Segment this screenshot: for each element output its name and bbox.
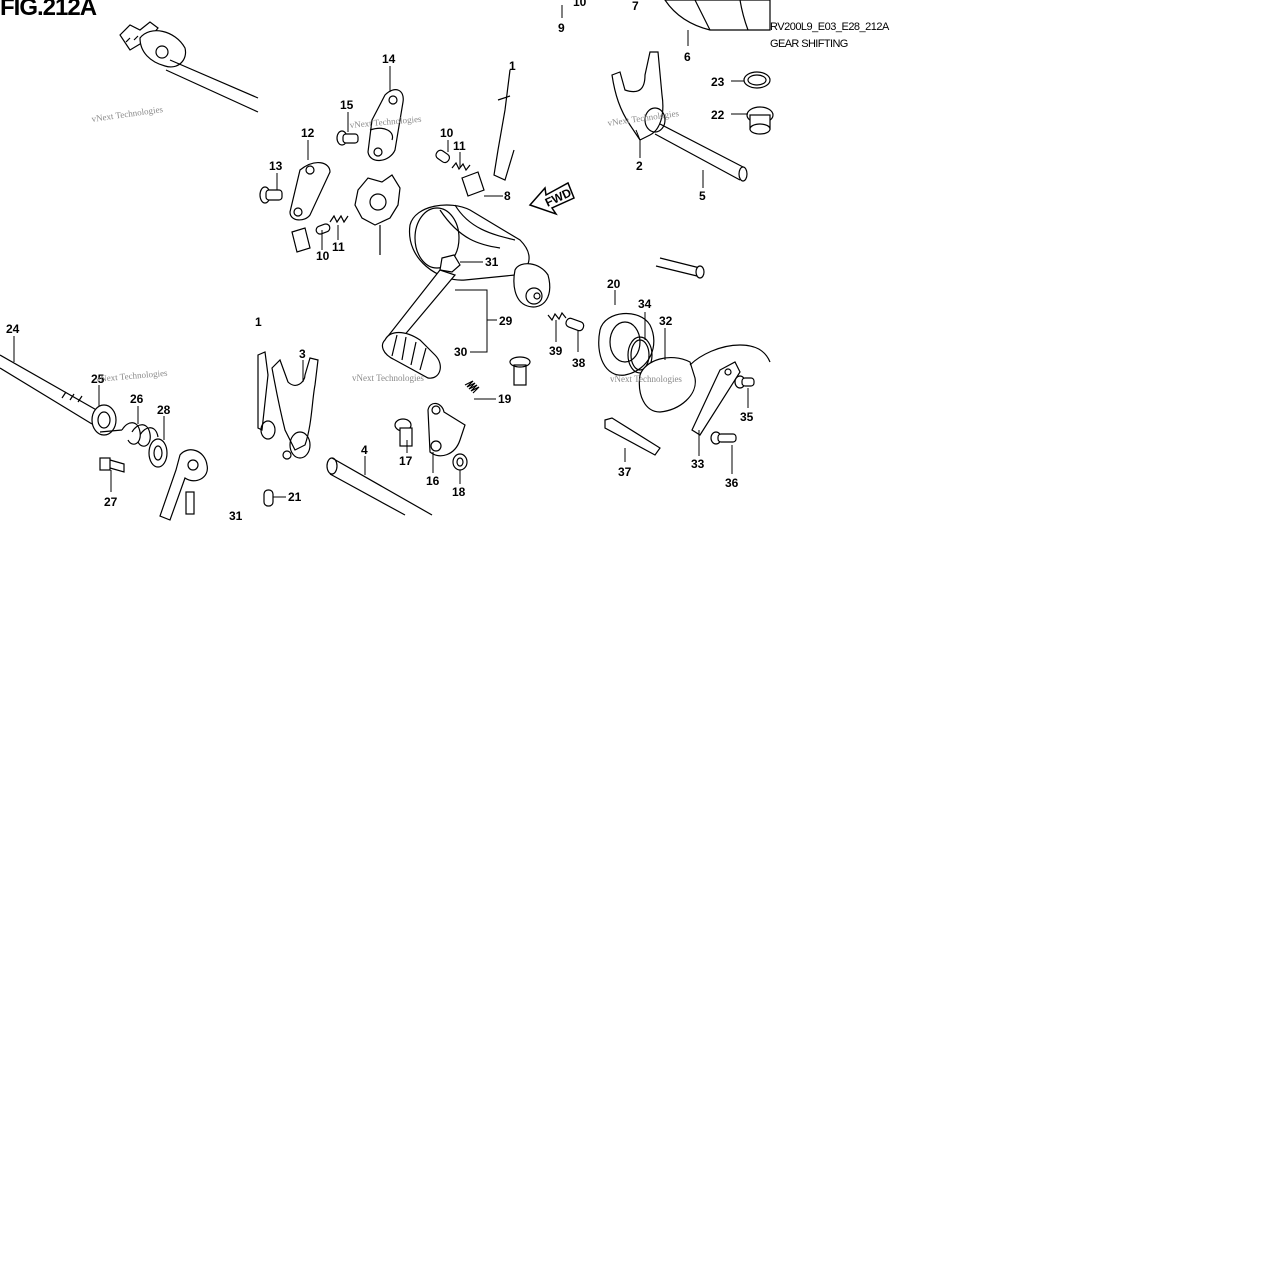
watermark-4: vNext Technologies bbox=[95, 368, 168, 384]
dowel-pin bbox=[655, 257, 705, 279]
part-13-screw bbox=[259, 186, 283, 204]
part-24-shift-shaft bbox=[0, 354, 101, 425]
callout-c37: 37 bbox=[618, 465, 632, 479]
part-25-collar bbox=[91, 404, 117, 436]
callout-c3: 3 bbox=[299, 347, 306, 361]
callout-c24: 24 bbox=[6, 322, 20, 336]
callout-c30: 30 bbox=[454, 345, 468, 359]
callout-c38: 38 bbox=[572, 356, 586, 370]
callout-c19: 19 bbox=[498, 392, 512, 406]
part-17-bolt bbox=[394, 418, 413, 447]
part-34-o-ring bbox=[627, 336, 653, 374]
seal-ring bbox=[509, 356, 531, 386]
part-18-washer bbox=[452, 453, 468, 471]
callout-c28: 28 bbox=[157, 403, 171, 417]
callout-c13: 13 bbox=[269, 159, 283, 173]
part-1-fork-lower bbox=[257, 351, 276, 440]
part-37-clamp bbox=[604, 417, 661, 456]
callout-c20: 20 bbox=[607, 277, 621, 291]
callout-c10-top: 10 bbox=[573, 0, 587, 9]
part-23-ring bbox=[743, 71, 771, 89]
shift-arm-lower bbox=[159, 449, 208, 521]
part-39-spring bbox=[547, 311, 567, 322]
part-38-pin bbox=[565, 317, 585, 332]
part-12-plate bbox=[289, 162, 331, 221]
watermark-5: vNext Technologies bbox=[352, 373, 424, 383]
callout-c23: 23 bbox=[711, 75, 725, 89]
watermark-1: vNext Technologies bbox=[91, 104, 164, 124]
callout-c5: 5 bbox=[699, 189, 706, 203]
part-4-shaft bbox=[326, 457, 433, 516]
callout-c32: 32 bbox=[659, 314, 673, 328]
callout-c9: 9 bbox=[558, 21, 565, 35]
callout-c14: 14 bbox=[382, 52, 396, 66]
callout-c1-mid: 1 bbox=[255, 315, 262, 329]
callout-c34: 34 bbox=[638, 297, 652, 311]
callout-c33: 33 bbox=[691, 457, 705, 471]
callout-c27: 27 bbox=[104, 495, 118, 509]
part-33-bracket bbox=[691, 361, 741, 436]
part-26-spring bbox=[99, 422, 159, 447]
callout-c4: 4 bbox=[361, 443, 368, 457]
callout-c17: 17 bbox=[399, 454, 413, 468]
part-31-nut bbox=[439, 254, 461, 273]
callout-labels: 10 9 7 6 23 22 14 15 1 12 10 11 13 8 2 5… bbox=[6, 0, 754, 523]
shift-shaft-upper bbox=[119, 21, 259, 113]
callout-c25: 25 bbox=[91, 372, 105, 386]
callout-c10-b: 10 bbox=[316, 249, 330, 263]
part-3-fork bbox=[271, 357, 319, 460]
part-21-pin bbox=[263, 489, 274, 507]
callout-c35: 35 bbox=[740, 410, 754, 424]
callout-c6: 6 bbox=[684, 50, 691, 64]
shift-drum bbox=[408, 204, 551, 308]
callout-c39: 39 bbox=[549, 344, 563, 358]
figure-caption: GEAR SHIFTING bbox=[770, 38, 848, 50]
part-6-drum-end bbox=[664, 0, 771, 31]
part-15-screw bbox=[336, 130, 359, 146]
callout-c29: 29 bbox=[499, 314, 513, 328]
part-28-washer bbox=[148, 438, 168, 468]
callout-c16: 16 bbox=[426, 474, 440, 488]
part-14-plate bbox=[367, 89, 404, 161]
part-19-spring bbox=[464, 380, 480, 394]
callout-c31-b: 31 bbox=[229, 509, 243, 523]
figure-code: RV200L9_E03_E28_212A bbox=[770, 21, 889, 33]
callout-c10-a: 10 bbox=[440, 126, 454, 140]
part-32-cover bbox=[638, 344, 771, 413]
callout-c36: 36 bbox=[725, 476, 739, 490]
callout-c7: 7 bbox=[632, 0, 639, 13]
part-27-bolt bbox=[99, 457, 125, 473]
part-16-stopper bbox=[427, 402, 466, 457]
callout-c12: 12 bbox=[301, 126, 315, 140]
fwd-arrow-icon: FWD bbox=[528, 181, 575, 216]
callout-c1-top: 1 bbox=[509, 59, 516, 73]
part-22-plug bbox=[746, 106, 774, 135]
figure-title: FIG.212A bbox=[0, 0, 97, 21]
callout-c31-a: 31 bbox=[485, 255, 499, 269]
part-35-screw bbox=[734, 375, 755, 389]
cam-driver bbox=[354, 174, 401, 255]
callout-c11-a: 11 bbox=[453, 139, 466, 153]
part-36-screw bbox=[710, 431, 737, 445]
callout-c26: 26 bbox=[130, 392, 144, 406]
watermark-6: vNext Technologies bbox=[610, 374, 682, 384]
callout-c8: 8 bbox=[504, 189, 511, 203]
fwd-label: FWD bbox=[543, 185, 574, 209]
part-1-fork-upper bbox=[493, 69, 515, 181]
pins-and-springs-upper bbox=[291, 149, 485, 253]
callout-c22: 22 bbox=[711, 108, 725, 122]
callout-c11-b: 11 bbox=[332, 240, 345, 254]
shift-lever bbox=[381, 269, 457, 379]
callout-c21: 21 bbox=[288, 490, 302, 504]
callout-c2: 2 bbox=[636, 159, 643, 173]
callout-c18: 18 bbox=[452, 485, 466, 499]
part-20-gear-position-switch bbox=[598, 312, 655, 376]
callout-c15: 15 bbox=[340, 98, 354, 112]
part-2-fork bbox=[611, 51, 748, 182]
leader-lines bbox=[13, 5, 749, 498]
